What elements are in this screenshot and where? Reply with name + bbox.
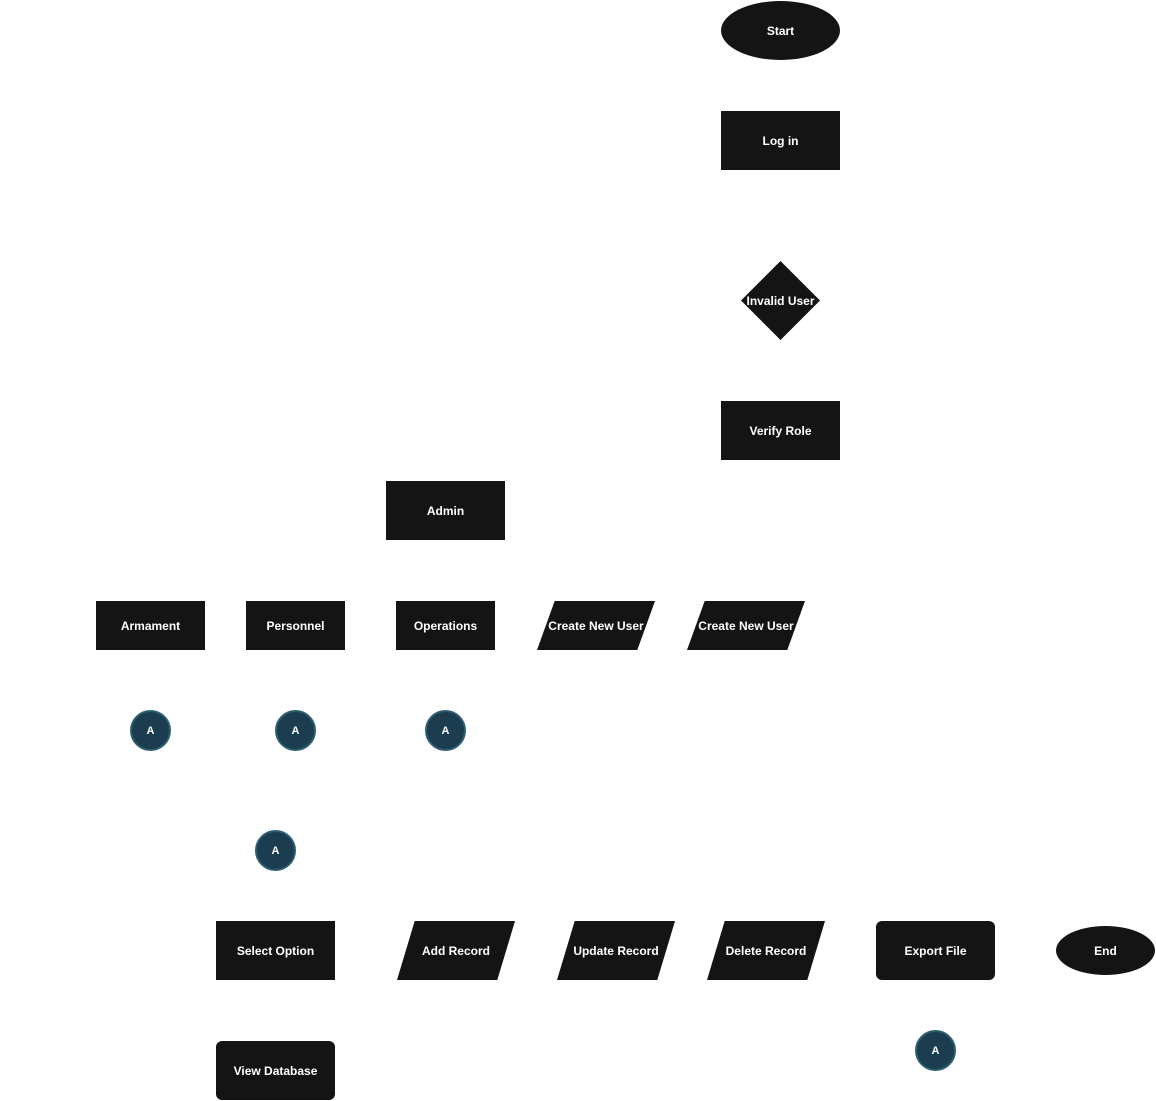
create-new-user-io-2: Create New User bbox=[687, 601, 805, 650]
delete-record-io: Delete Record bbox=[707, 921, 825, 980]
connector-select-option: A bbox=[255, 830, 296, 871]
select-option-label: Select Option bbox=[236, 943, 315, 958]
operations-process: Operations bbox=[396, 601, 495, 650]
add-record-io: Add Record bbox=[397, 921, 515, 980]
invalid-user-label: Invalid User bbox=[746, 293, 815, 308]
verify-role-process: Verify Role bbox=[721, 401, 840, 460]
operations-label: Operations bbox=[413, 618, 478, 633]
personnel-label: Personnel bbox=[266, 618, 325, 633]
connector-armament: A bbox=[130, 710, 171, 751]
update-record-io: Update Record bbox=[557, 921, 675, 980]
invalid-user-decision: Invalid User bbox=[741, 261, 820, 340]
verify-role-label: Verify Role bbox=[749, 423, 812, 438]
connector-operations: A bbox=[425, 710, 466, 751]
create-new-user-label-2: Create New User bbox=[698, 618, 794, 633]
connector-armament-label: A bbox=[146, 724, 155, 737]
connector-personnel-label: A bbox=[291, 724, 300, 737]
armament-process: Armament bbox=[96, 601, 205, 650]
view-database-process: View Database bbox=[216, 1041, 335, 1100]
connector-export-file: A bbox=[915, 1030, 956, 1071]
export-file-label: Export File bbox=[904, 943, 967, 958]
update-record-label: Update Record bbox=[573, 943, 659, 958]
end-terminal: End bbox=[1056, 926, 1155, 975]
create-new-user-label-1: Create New User bbox=[548, 618, 644, 633]
start-label: Start bbox=[766, 23, 795, 38]
connector-operations-label: A bbox=[441, 724, 450, 737]
armament-label: Armament bbox=[120, 618, 181, 633]
personnel-process: Personnel bbox=[246, 601, 345, 650]
connector-select-option-label: A bbox=[271, 844, 280, 857]
start-terminal: Start bbox=[721, 1, 840, 60]
export-file-process: Export File bbox=[876, 921, 995, 980]
select-option-process: Select Option bbox=[216, 921, 335, 980]
admin-label: Admin bbox=[426, 503, 465, 518]
view-database-label: View Database bbox=[233, 1063, 318, 1078]
connector-personnel: A bbox=[275, 710, 316, 751]
add-record-label: Add Record bbox=[421, 943, 490, 958]
delete-record-label: Delete Record bbox=[725, 943, 807, 958]
log-in-process: Log in bbox=[721, 111, 840, 170]
log-in-label: Log in bbox=[762, 133, 799, 148]
end-label: End bbox=[1094, 943, 1117, 958]
admin-process: Admin bbox=[386, 481, 505, 540]
connector-export-file-label: A bbox=[931, 1044, 940, 1057]
create-new-user-io-1: Create New User bbox=[537, 601, 655, 650]
